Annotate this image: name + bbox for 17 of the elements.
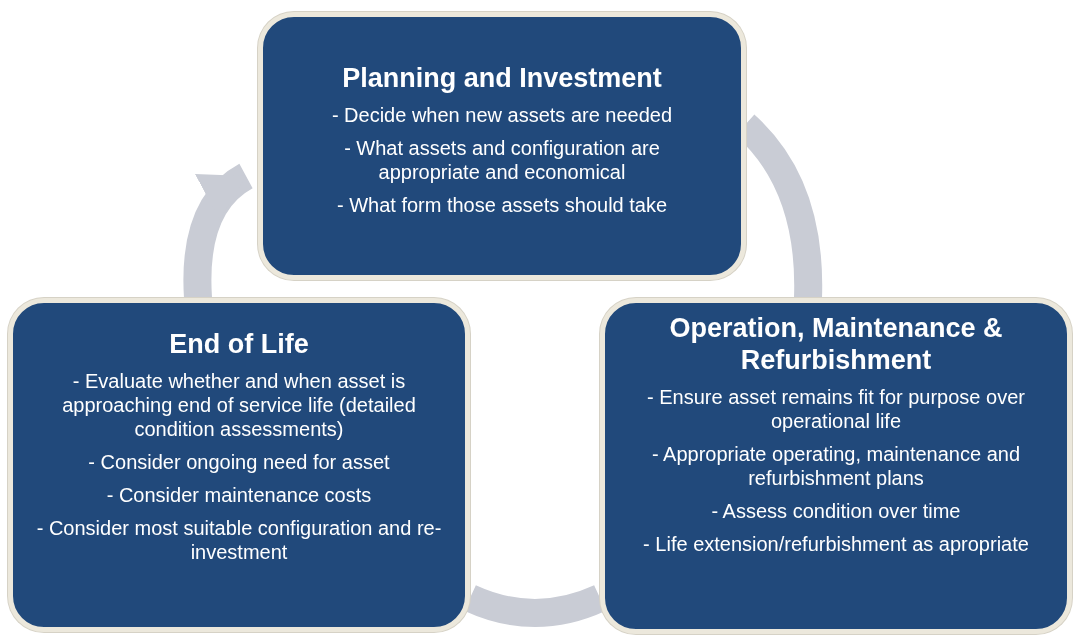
bullet-text: - Consider ongoing need for asset	[88, 449, 390, 474]
stage-box	[258, 12, 746, 280]
bullet-text: - Life extension/refurbishment as apropriate	[643, 531, 1029, 556]
bullet-text: - What form those assets should take	[336, 192, 668, 217]
bullet-text: - Decide when new assets are needed	[331, 102, 673, 127]
bullet-text: - What assets and configuration are appropriate and economical	[343, 135, 661, 184]
stage-box	[600, 298, 1072, 634]
stage-title: Planning and Investment	[342, 63, 662, 95]
bullet-text: - Assess condition over time	[711, 498, 961, 523]
stage-box	[8, 298, 470, 632]
bullet-text: - Consider maintenance costs	[106, 482, 372, 507]
stage-title: Operation, Maintenance & Refurbishment	[668, 313, 1004, 377]
bullet-text: - Ensure asset remains fit for purpose over operational life	[646, 384, 1026, 433]
bullet-text: - Appropriate operating, maintenance and refurbishment plans	[651, 441, 1021, 490]
stage-title: End of Life	[169, 329, 309, 361]
bullet-text: - Evaluate whether and when asset is approaching end of service life (detailed condition assessments)	[61, 368, 417, 441]
bullet-text: - Consider most suitable configuration and re-investment	[35, 515, 443, 564]
